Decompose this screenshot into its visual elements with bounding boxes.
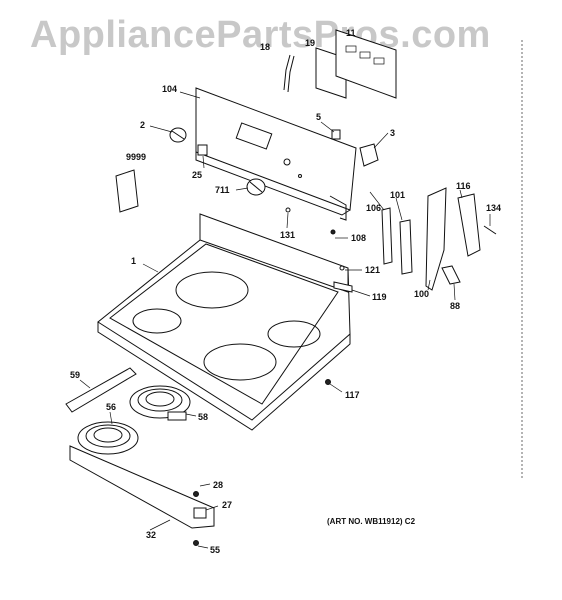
callout-2: 2 — [140, 120, 146, 130]
callout-121: 121 — [365, 265, 381, 275]
knob-2 — [169, 127, 187, 143]
clip-27 — [193, 507, 207, 519]
screw-28 — [193, 491, 199, 497]
callout-117: 117 — [345, 390, 360, 400]
callout-58: 58 — [198, 412, 209, 422]
bracket-119 — [333, 281, 353, 293]
screw-131 — [285, 207, 291, 213]
callout-9999: 9999 — [126, 152, 147, 162]
callout-100: 100 — [414, 289, 430, 299]
screw-117 — [325, 379, 331, 385]
screw-121 — [339, 265, 345, 271]
watermark-logo-text: AppliancePartsPros.com — [30, 14, 491, 56]
callout-131: 131 — [280, 230, 296, 240]
callout-116: 116 — [456, 181, 471, 191]
burner-56 — [77, 421, 139, 455]
literature-card — [115, 169, 139, 213]
clip-5 — [331, 129, 341, 140]
callout-106: 106 — [366, 203, 382, 213]
knob-711 — [246, 178, 266, 196]
leader-lines — [79, 91, 491, 549]
callout-27: 27 — [222, 500, 233, 510]
burner-box-32 — [69, 445, 215, 529]
overlay-and-board — [315, 29, 397, 99]
callout-59: 59 — [70, 370, 81, 380]
callout-55: 55 — [210, 545, 221, 555]
callout-119: 119 — [372, 292, 387, 302]
end-cap-116 — [457, 193, 481, 257]
callout-56: 56 — [106, 402, 117, 412]
callout-101: 101 — [390, 190, 406, 200]
callout-28: 28 — [213, 480, 224, 490]
cooktop — [97, 213, 351, 431]
screw-134 — [483, 225, 497, 235]
backguard-panel — [195, 87, 357, 221]
callout-18: 18 — [260, 42, 271, 52]
switch-3 — [359, 143, 379, 167]
screw-55 — [193, 540, 199, 546]
callout-19: 19 — [305, 38, 316, 48]
callout-3: 3 — [390, 128, 396, 138]
callout-1: 1 — [131, 256, 137, 266]
callout-25: 25 — [192, 170, 203, 180]
end-cap-101 — [399, 219, 413, 275]
callout-104: 104 — [162, 84, 178, 94]
callout-5: 5 — [316, 112, 322, 122]
callout-108: 108 — [351, 233, 367, 243]
bracket-part — [283, 54, 295, 93]
end-cap-100 — [425, 187, 447, 291]
callout-11: 11 — [346, 28, 356, 38]
hinge-88 — [441, 265, 461, 285]
callout-711: 711 — [215, 185, 230, 195]
art-number: (ART NO. WB11912) C2 — [327, 517, 416, 526]
screw-108 — [330, 229, 336, 235]
end-cap-106 — [381, 207, 393, 265]
clip-25 — [197, 144, 208, 156]
callout-32: 32 — [146, 530, 157, 540]
burner-58 — [129, 385, 191, 421]
callout-88: 88 — [450, 301, 461, 311]
callout-134: 134 — [486, 203, 502, 213]
bracket-59 — [65, 367, 137, 413]
